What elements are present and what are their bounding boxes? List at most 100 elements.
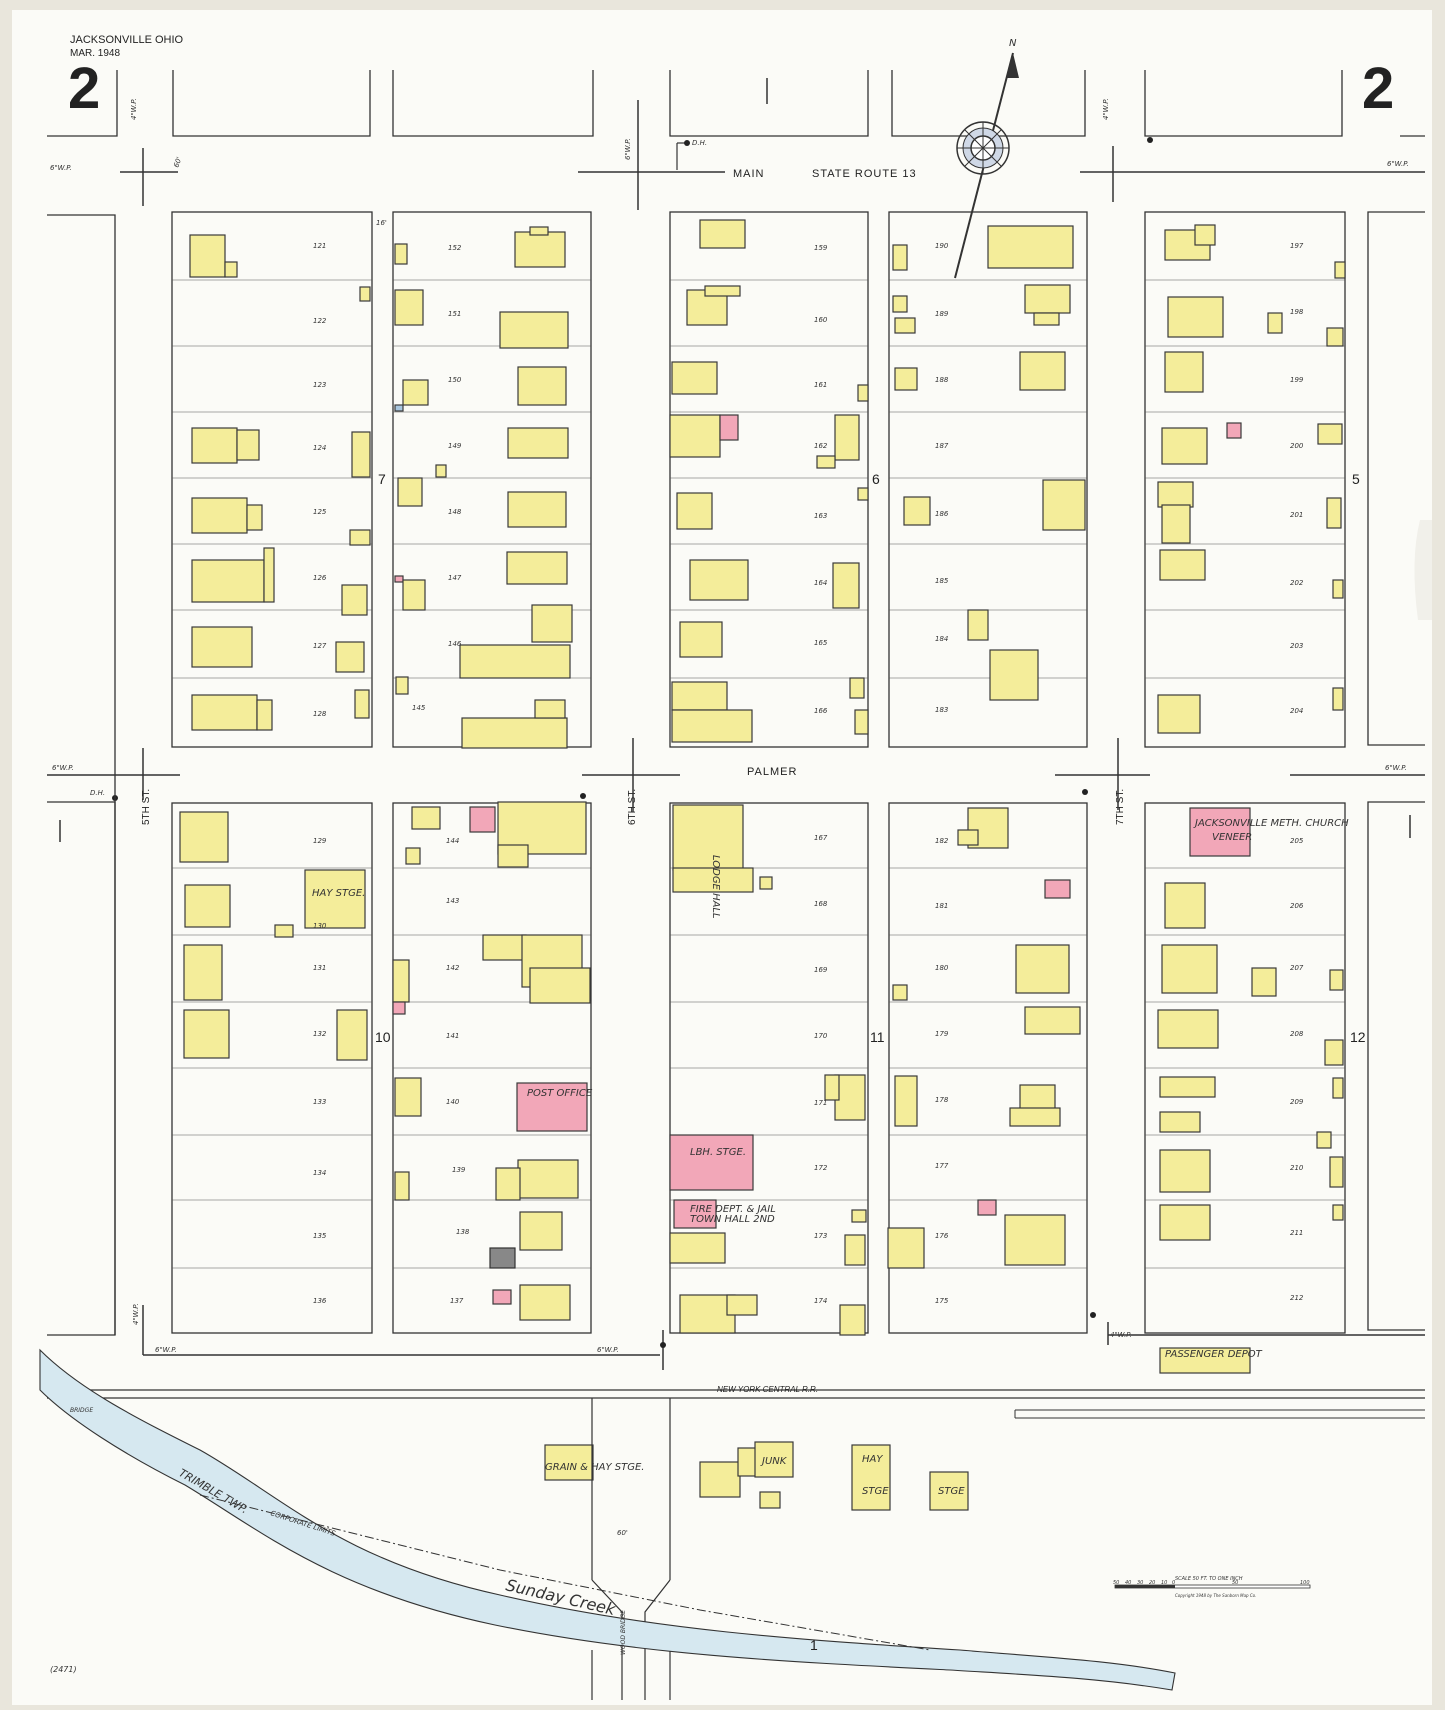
- compass-rose: N: [954, 38, 1019, 279]
- scale-bar: SCALE 50 FT. TO ONE INCH 50 40 30 20 10 …: [1113, 1576, 1311, 1598]
- lot-number: 159: [814, 244, 828, 252]
- lot-number: 176: [935, 1232, 949, 1240]
- wp-label-bottom-4b: 4"W.P.: [1110, 1331, 1132, 1339]
- block-number-12: 12: [1350, 1029, 1366, 1045]
- lot-number: 161: [814, 381, 827, 389]
- svg-text:40: 40: [1125, 1580, 1131, 1586]
- palmer-street-label: PALMER: [747, 766, 797, 778]
- block-6: [669, 211, 869, 748]
- lot-number: 162: [814, 442, 828, 450]
- block-number-10: 10: [375, 1029, 391, 1045]
- buildings-block-11: [669, 804, 867, 1336]
- paper-fold: [1414, 520, 1432, 620]
- lot-number: 182: [935, 837, 949, 845]
- lot-number: 206: [1290, 902, 1304, 910]
- fifth-street-label: 5TH ST.: [141, 789, 152, 825]
- lot-number: 204: [1290, 707, 1303, 715]
- lot-number: 140: [446, 1098, 460, 1106]
- buildings-block-5: [1157, 224, 1346, 734]
- lot-number: 171: [814, 1099, 827, 1107]
- lot-number: 189: [935, 310, 949, 318]
- label-hay: HAY: [862, 1454, 883, 1465]
- lot-number: 138: [456, 1228, 470, 1236]
- dimension-60: 60': [617, 1529, 628, 1537]
- lot-number: 150: [448, 376, 462, 384]
- svg-text:Copyright 1948 by The Sanborn: Copyright 1948 by The Sanborn Map Co.: [1175, 1593, 1256, 1598]
- lot-number: 143: [446, 897, 459, 905]
- svg-text:0: 0: [1172, 1580, 1175, 1586]
- lot-number: 139: [452, 1166, 466, 1174]
- block-number-5: 5: [1352, 471, 1360, 487]
- adjoining-sheet-1: 1: [810, 1637, 818, 1653]
- block-number-7: 7: [378, 471, 386, 487]
- block-number-6: 6: [872, 471, 880, 487]
- lot-number: 198: [1290, 308, 1304, 316]
- main-street-label: MAIN: [733, 168, 765, 180]
- buildings-block-10: [392, 801, 591, 1321]
- label-grain-hay: GRAIN & HAY STGE.: [545, 1462, 644, 1473]
- lot-number: 211: [1290, 1229, 1303, 1237]
- lot-number: 123: [313, 381, 326, 389]
- lot-number: 127: [313, 642, 327, 650]
- lot-number: 208: [1290, 1030, 1304, 1038]
- lot-number: 190: [935, 242, 949, 250]
- block-number-11: 11: [870, 1029, 885, 1045]
- lot-number: 163: [814, 512, 827, 520]
- buildings-west-lower: [179, 811, 368, 1061]
- lot-number: 185: [935, 577, 949, 585]
- block-12: [1144, 802, 1346, 1334]
- lot-number: 124: [313, 444, 326, 452]
- lot-number: 205: [1290, 837, 1304, 845]
- railroad-label: NEW YORK CENTRAL R.R.: [717, 1385, 818, 1394]
- buildings-block-12: [1157, 807, 1344, 1241]
- sheet-number-left: 2: [68, 56, 100, 121]
- lot-number: 187: [935, 442, 949, 450]
- lot-number: 160: [814, 316, 828, 324]
- lot-number: 172: [814, 1164, 828, 1172]
- lot-number: 128: [313, 710, 327, 718]
- label-stge-south2: STGE: [938, 1486, 965, 1497]
- hydrant-label-palmer: D.H.: [90, 789, 105, 797]
- block-west-lower: [171, 802, 373, 1334]
- map-city-title: JACKSONVILLE OHIO: [70, 34, 184, 46]
- label-church-veneer: VENEER: [1212, 832, 1252, 843]
- lot-number: 146: [448, 640, 462, 648]
- edge-blocks: [47, 211, 1425, 1336]
- hydrant-label-main: D.H.: [692, 139, 707, 147]
- catalog-number: (2471): [50, 1665, 77, 1674]
- svg-text:30: 30: [1137, 1580, 1143, 1586]
- lot-number: 135: [313, 1232, 327, 1240]
- sheet-number-right: 2: [1362, 56, 1394, 121]
- buildings-block-11-east: [887, 807, 1081, 1269]
- lot-number: 184: [935, 635, 948, 643]
- lot-number: 197: [1290, 242, 1304, 250]
- lot-number: 200: [1290, 442, 1304, 450]
- wp-label-main-left: 6"W.P.: [50, 164, 72, 172]
- lot-number: 133: [313, 1098, 326, 1106]
- lot-number: 126: [313, 574, 327, 582]
- svg-text:20: 20: [1149, 1580, 1155, 1586]
- label-stge-south: STGE: [862, 1486, 889, 1497]
- map-date: MAR. 1948: [70, 48, 120, 59]
- dimension-60-main: 60': [172, 156, 183, 169]
- corporate-limits-line: [199, 1494, 931, 1651]
- lot-number: 141: [446, 1032, 459, 1040]
- lot-number: 145: [412, 704, 426, 712]
- lot-number: 122: [313, 317, 327, 325]
- svg-text:10: 10: [1161, 1580, 1167, 1586]
- lot-number: 144: [446, 837, 459, 845]
- label-lodge-hall: LODGE HALL: [710, 855, 721, 919]
- block-west-upper: [171, 211, 373, 748]
- lot-number: 188: [935, 376, 949, 384]
- lot-number: 203: [1290, 642, 1303, 650]
- label-junk: JUNK: [760, 1456, 788, 1467]
- wood-bridge-label: WOOD BRIDGE: [620, 1610, 627, 1655]
- svg-text:50: 50: [1232, 1580, 1238, 1586]
- lot-number: 164: [814, 579, 827, 587]
- dimension-16: 16': [376, 219, 387, 227]
- lot-number: 210: [1290, 1164, 1304, 1172]
- bridge-label-west: BRIDGE: [70, 1407, 93, 1414]
- lot-number: 136: [313, 1297, 327, 1305]
- wp-label-bottom-6b: 6"W.P.: [597, 1346, 619, 1354]
